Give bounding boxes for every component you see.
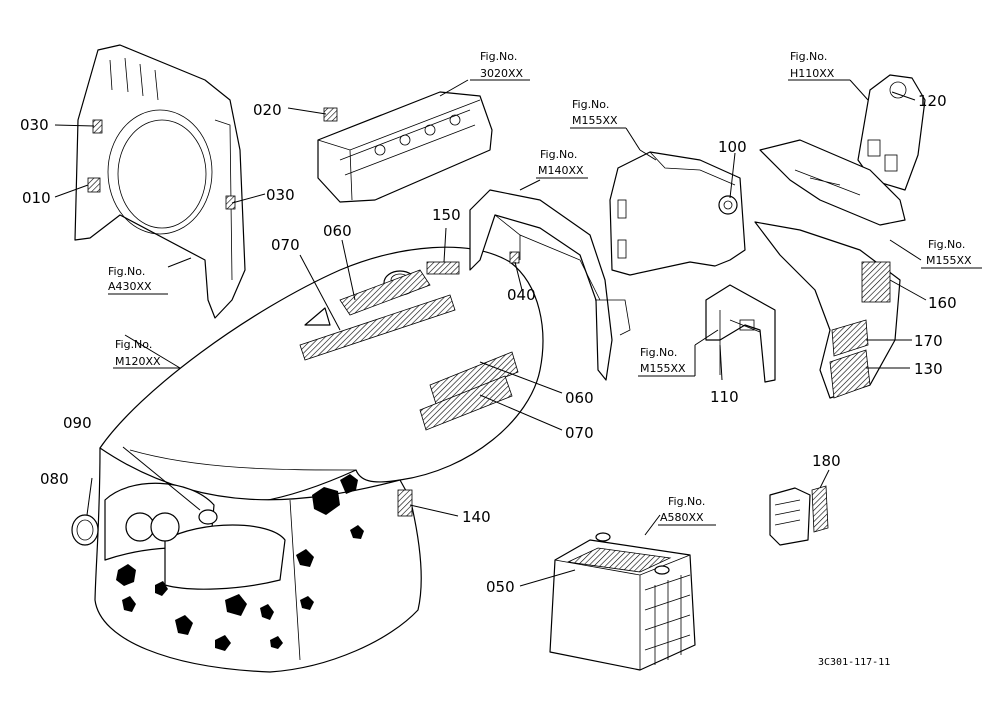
side-bracket bbox=[705, 284, 776, 383]
fig-ref-a580: Fig.No. A580XX bbox=[658, 495, 716, 526]
decal-070-top bbox=[299, 294, 456, 361]
fig-ref-label: Fig.No. bbox=[115, 338, 152, 351]
decal-140 bbox=[397, 489, 413, 517]
fuse-box bbox=[769, 485, 829, 546]
radiator-shroud bbox=[74, 44, 246, 319]
fig-ref-m155-mid: Fig.No. M155XX bbox=[638, 345, 696, 377]
callout-070-side: 070 bbox=[565, 424, 594, 442]
callout-140: 140 bbox=[462, 508, 491, 526]
label-020 bbox=[323, 107, 338, 122]
fig-ref-label: Fig.No. bbox=[928, 238, 965, 251]
label-040 bbox=[509, 251, 520, 264]
hood-assembly bbox=[71, 246, 544, 673]
callout-060-top: 060 bbox=[323, 222, 352, 240]
fig-ref-3020: Fig.No. 3020XX bbox=[470, 50, 530, 81]
fig-ref-number: A430XX bbox=[108, 280, 152, 293]
fig-ref-number: 3020XX bbox=[480, 67, 524, 80]
callout-050: 050 bbox=[486, 578, 515, 596]
hood-camouflage bbox=[116, 474, 364, 651]
fig-ref-h110: Fig.No. H110XX bbox=[788, 50, 850, 81]
fig-ref-number: M155XX bbox=[572, 114, 618, 127]
label-160 bbox=[861, 261, 891, 303]
decal-150 bbox=[426, 261, 460, 275]
drawing-code: 3C301-117-11 bbox=[818, 657, 890, 668]
decal-070-side bbox=[419, 375, 513, 431]
fig-ref-label: Fig.No. bbox=[668, 495, 705, 508]
label-180 bbox=[811, 485, 829, 533]
fig-ref-label: Fig.No. bbox=[540, 148, 577, 161]
fig-ref-label: Fig.No. bbox=[790, 50, 827, 63]
fig-ref-a430: Fig.No. A430XX bbox=[108, 265, 168, 295]
callout-040: 040 bbox=[507, 286, 536, 304]
callout-090: 090 bbox=[63, 414, 92, 432]
fig-ref-label: Fig.No. bbox=[572, 98, 609, 111]
label-010 bbox=[87, 177, 101, 193]
callout-010: 010 bbox=[22, 189, 51, 207]
fig-ref-label: Fig.No. bbox=[640, 346, 677, 359]
callout-080: 080 bbox=[40, 470, 69, 488]
decal-060-side bbox=[429, 351, 519, 405]
fig-ref-number: H110XX bbox=[790, 67, 835, 80]
callout-110: 110 bbox=[710, 388, 739, 406]
callout-030-right: 030 bbox=[266, 186, 295, 204]
callout-150: 150 bbox=[432, 206, 461, 224]
fig-ref-number: A580XX bbox=[660, 511, 704, 524]
fig-ref-label: Fig.No. bbox=[480, 50, 517, 63]
label-130 bbox=[829, 349, 871, 399]
battery bbox=[549, 532, 696, 671]
fig-ref-m140: Fig.No. M140XX bbox=[536, 148, 588, 179]
callout-180: 180 bbox=[812, 452, 841, 470]
label-030-left bbox=[92, 119, 103, 134]
callout-060-side: 060 bbox=[565, 389, 594, 407]
engine-head bbox=[317, 91, 493, 203]
fig-ref-label: Fig.No. bbox=[108, 265, 145, 278]
callout-100: 100 bbox=[718, 138, 747, 156]
fig-ref-number: M120XX bbox=[115, 355, 161, 368]
callout-labels: 030 010 030 020 060 070 150 040 060 070 … bbox=[20, 92, 957, 596]
decal-060-top bbox=[339, 269, 431, 316]
fig-ref-number: M155XX bbox=[926, 254, 972, 267]
fig-ref-number: M155XX bbox=[640, 362, 686, 375]
callout-070-top: 070 bbox=[271, 236, 300, 254]
fender-panel bbox=[754, 139, 906, 399]
callout-170: 170 bbox=[914, 332, 943, 350]
callout-120: 120 bbox=[918, 92, 947, 110]
callout-130: 130 bbox=[914, 360, 943, 378]
callout-160: 160 bbox=[928, 294, 957, 312]
fig-ref-number: M140XX bbox=[538, 164, 584, 177]
callout-030-left: 030 bbox=[20, 116, 49, 134]
fig-ref-m120: Fig.No. M120XX bbox=[113, 338, 180, 369]
label-170 bbox=[831, 319, 869, 357]
side-panel-upper bbox=[609, 151, 746, 276]
cowl-frame bbox=[469, 189, 631, 381]
callout-020: 020 bbox=[253, 101, 282, 119]
fig-ref-m155-top: Fig.No. M155XX bbox=[570, 98, 641, 151]
fig-ref-m155-right: Fig.No. M155XX bbox=[921, 238, 982, 269]
leader-lines bbox=[54, 79, 927, 587]
